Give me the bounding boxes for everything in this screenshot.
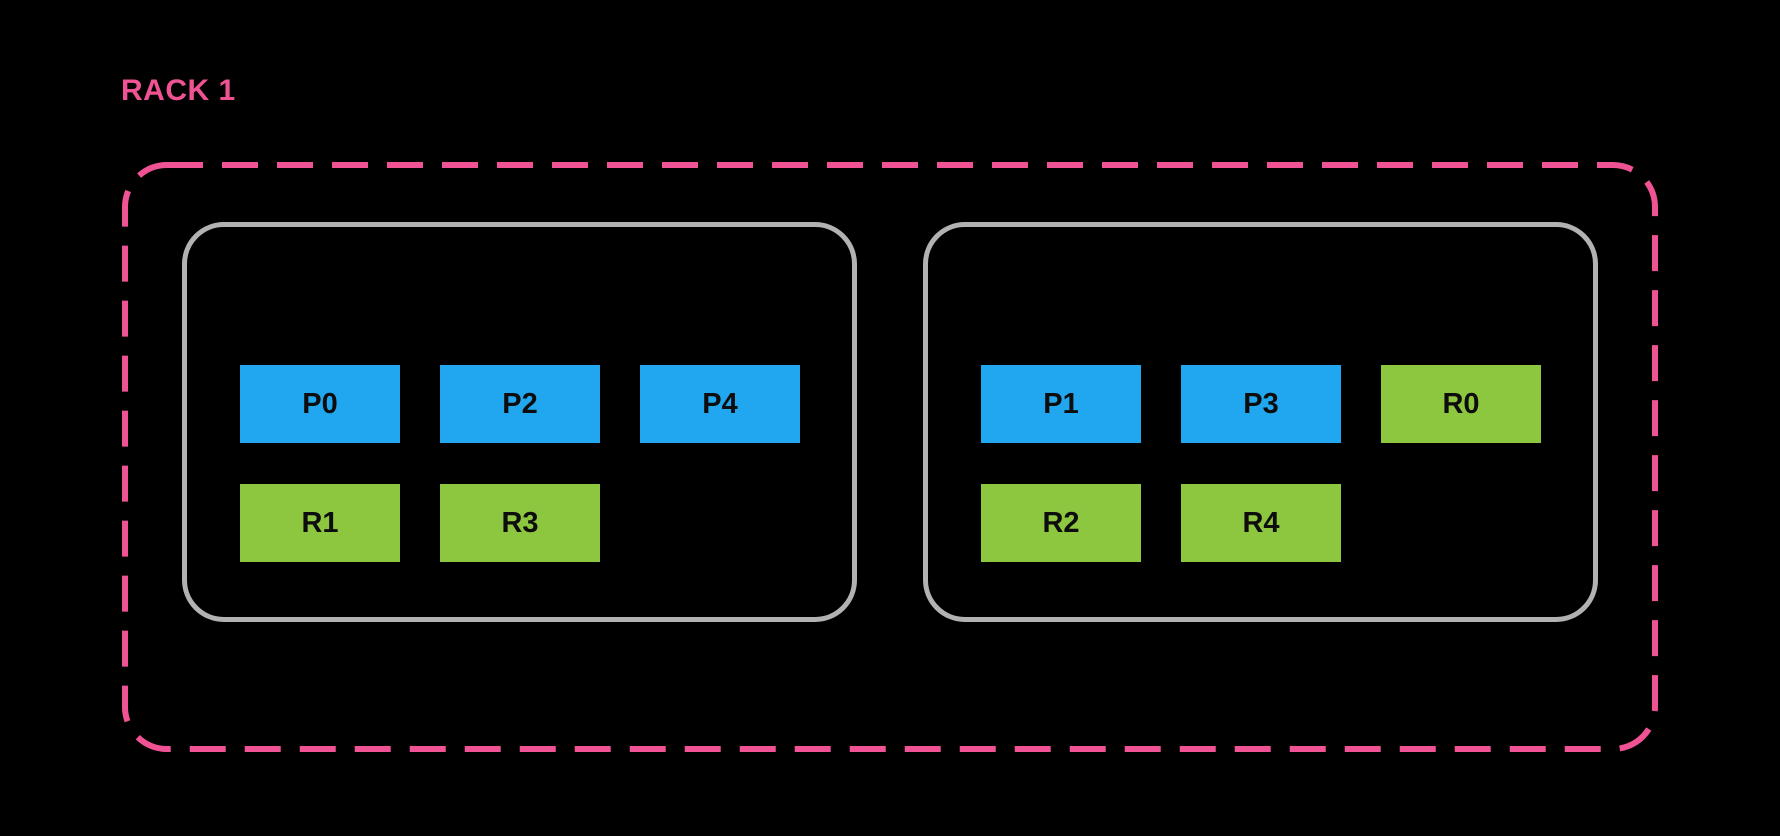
shard-r1: R1	[240, 484, 400, 562]
node-1: P0 P2 P4 R1 R3	[182, 222, 857, 622]
rack-title: RACK 1	[121, 74, 236, 107]
shard-p3: P3	[1181, 365, 1341, 443]
shard-p1: P1	[981, 365, 1141, 443]
shard-r4: R4	[1181, 484, 1341, 562]
shard-r2: R2	[981, 484, 1141, 562]
node-2: P1 P3 R0 R2 R4	[923, 222, 1598, 622]
shard-p4: P4	[640, 365, 800, 443]
shard-r0: R0	[1381, 365, 1541, 443]
shard-p2: P2	[440, 365, 600, 443]
shard-r3: R3	[440, 484, 600, 562]
shard-p0: P0	[240, 365, 400, 443]
